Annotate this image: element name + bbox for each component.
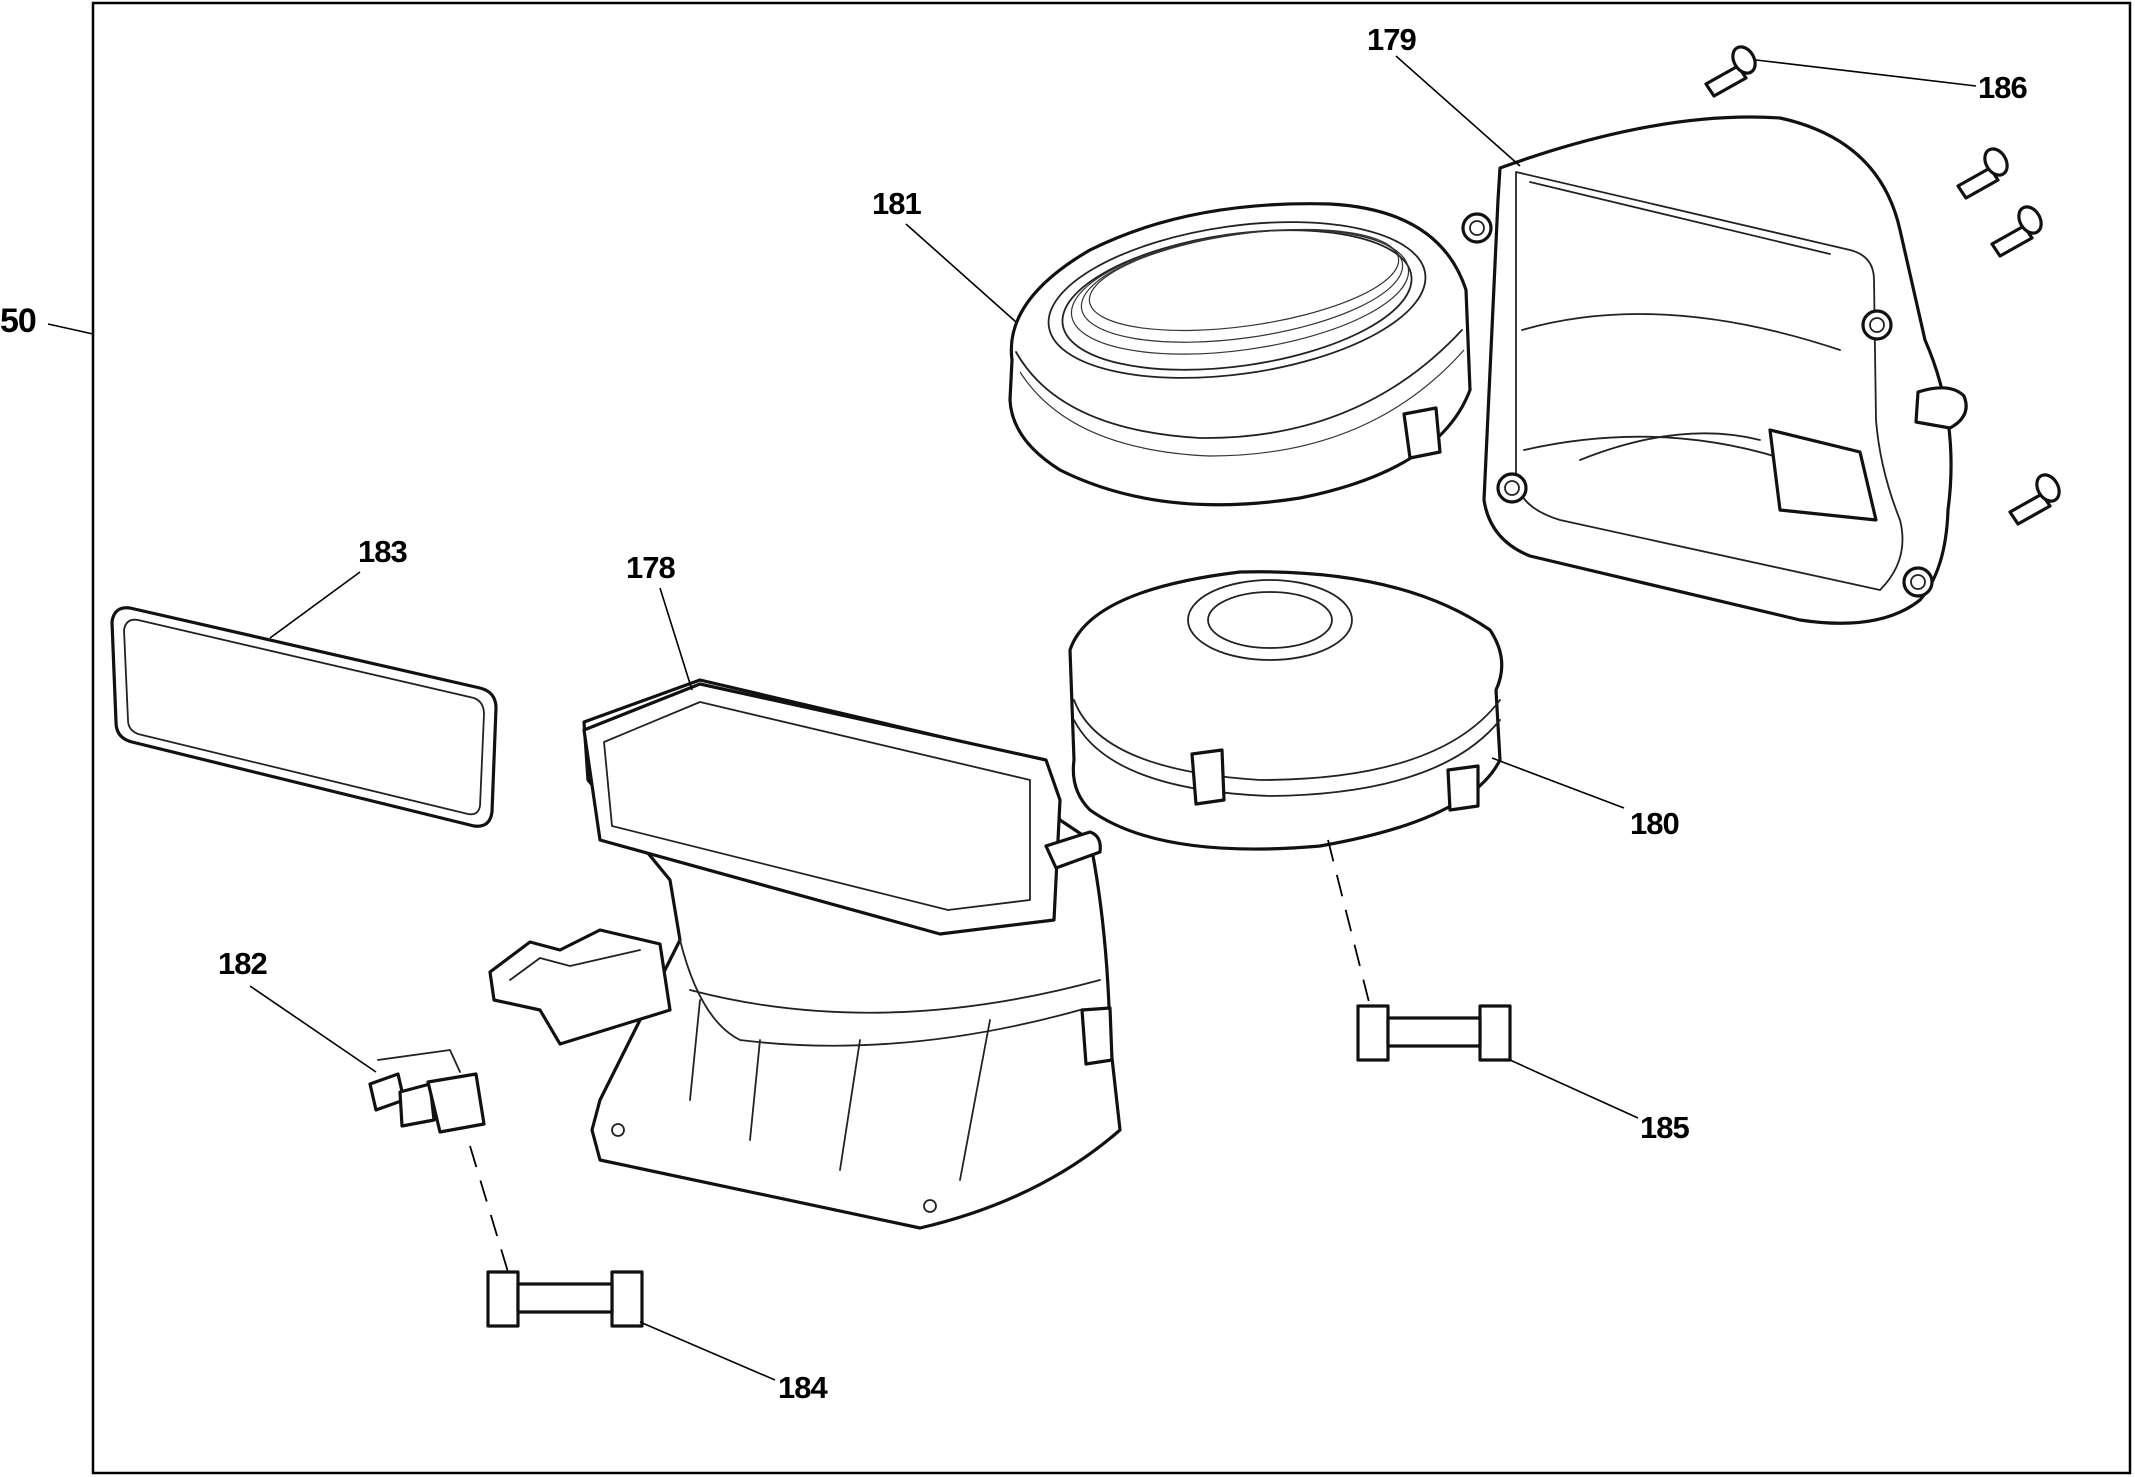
callout-186: 186 [1978,70,2027,105]
callout-180: 180 [1630,806,1679,841]
part-179-housing-cover[interactable] [1461,115,1968,625]
callout-183: 183 [358,534,407,569]
leader-184 [639,1321,776,1381]
part-178-fan-housing[interactable] [488,678,1122,1230]
part-180-motor-cap[interactable] [1068,570,1504,851]
screw [2008,473,2061,526]
callout-178: 178 [626,550,675,585]
leader-179 [1395,55,1521,167]
callout-181: 181 [872,186,921,221]
diagram-frame [91,1,2132,1475]
assembly-line-185 [1327,839,1371,1007]
assembly-line-184 [469,1145,509,1273]
screw [1990,205,2043,258]
part-183-gasket[interactable] [110,606,498,828]
leader-186 [1755,59,1977,87]
group-label-leader [47,323,94,335]
callout-179: 179 [1367,22,1416,57]
leader-180 [1491,757,1625,809]
screw [1956,147,2009,200]
part-185-spacer[interactable] [1356,1004,1512,1062]
screw [1704,45,1757,98]
callout-184: 184 [778,1370,828,1405]
leader-185 [1509,1059,1639,1119]
part-184-spacer[interactable] [486,1270,644,1328]
leader-182 [249,985,377,1073]
callout-182: 182 [218,946,267,981]
part-182-switch[interactable] [368,1049,486,1134]
part-186-screws[interactable] [1704,43,2064,526]
callout-185: 185 [1640,1110,1689,1145]
part-181-ring[interactable] [1008,200,1472,507]
group-label: 50 [0,302,36,340]
leader-181 [905,223,1017,323]
leader-178 [659,587,693,691]
leader-183 [269,571,361,639]
